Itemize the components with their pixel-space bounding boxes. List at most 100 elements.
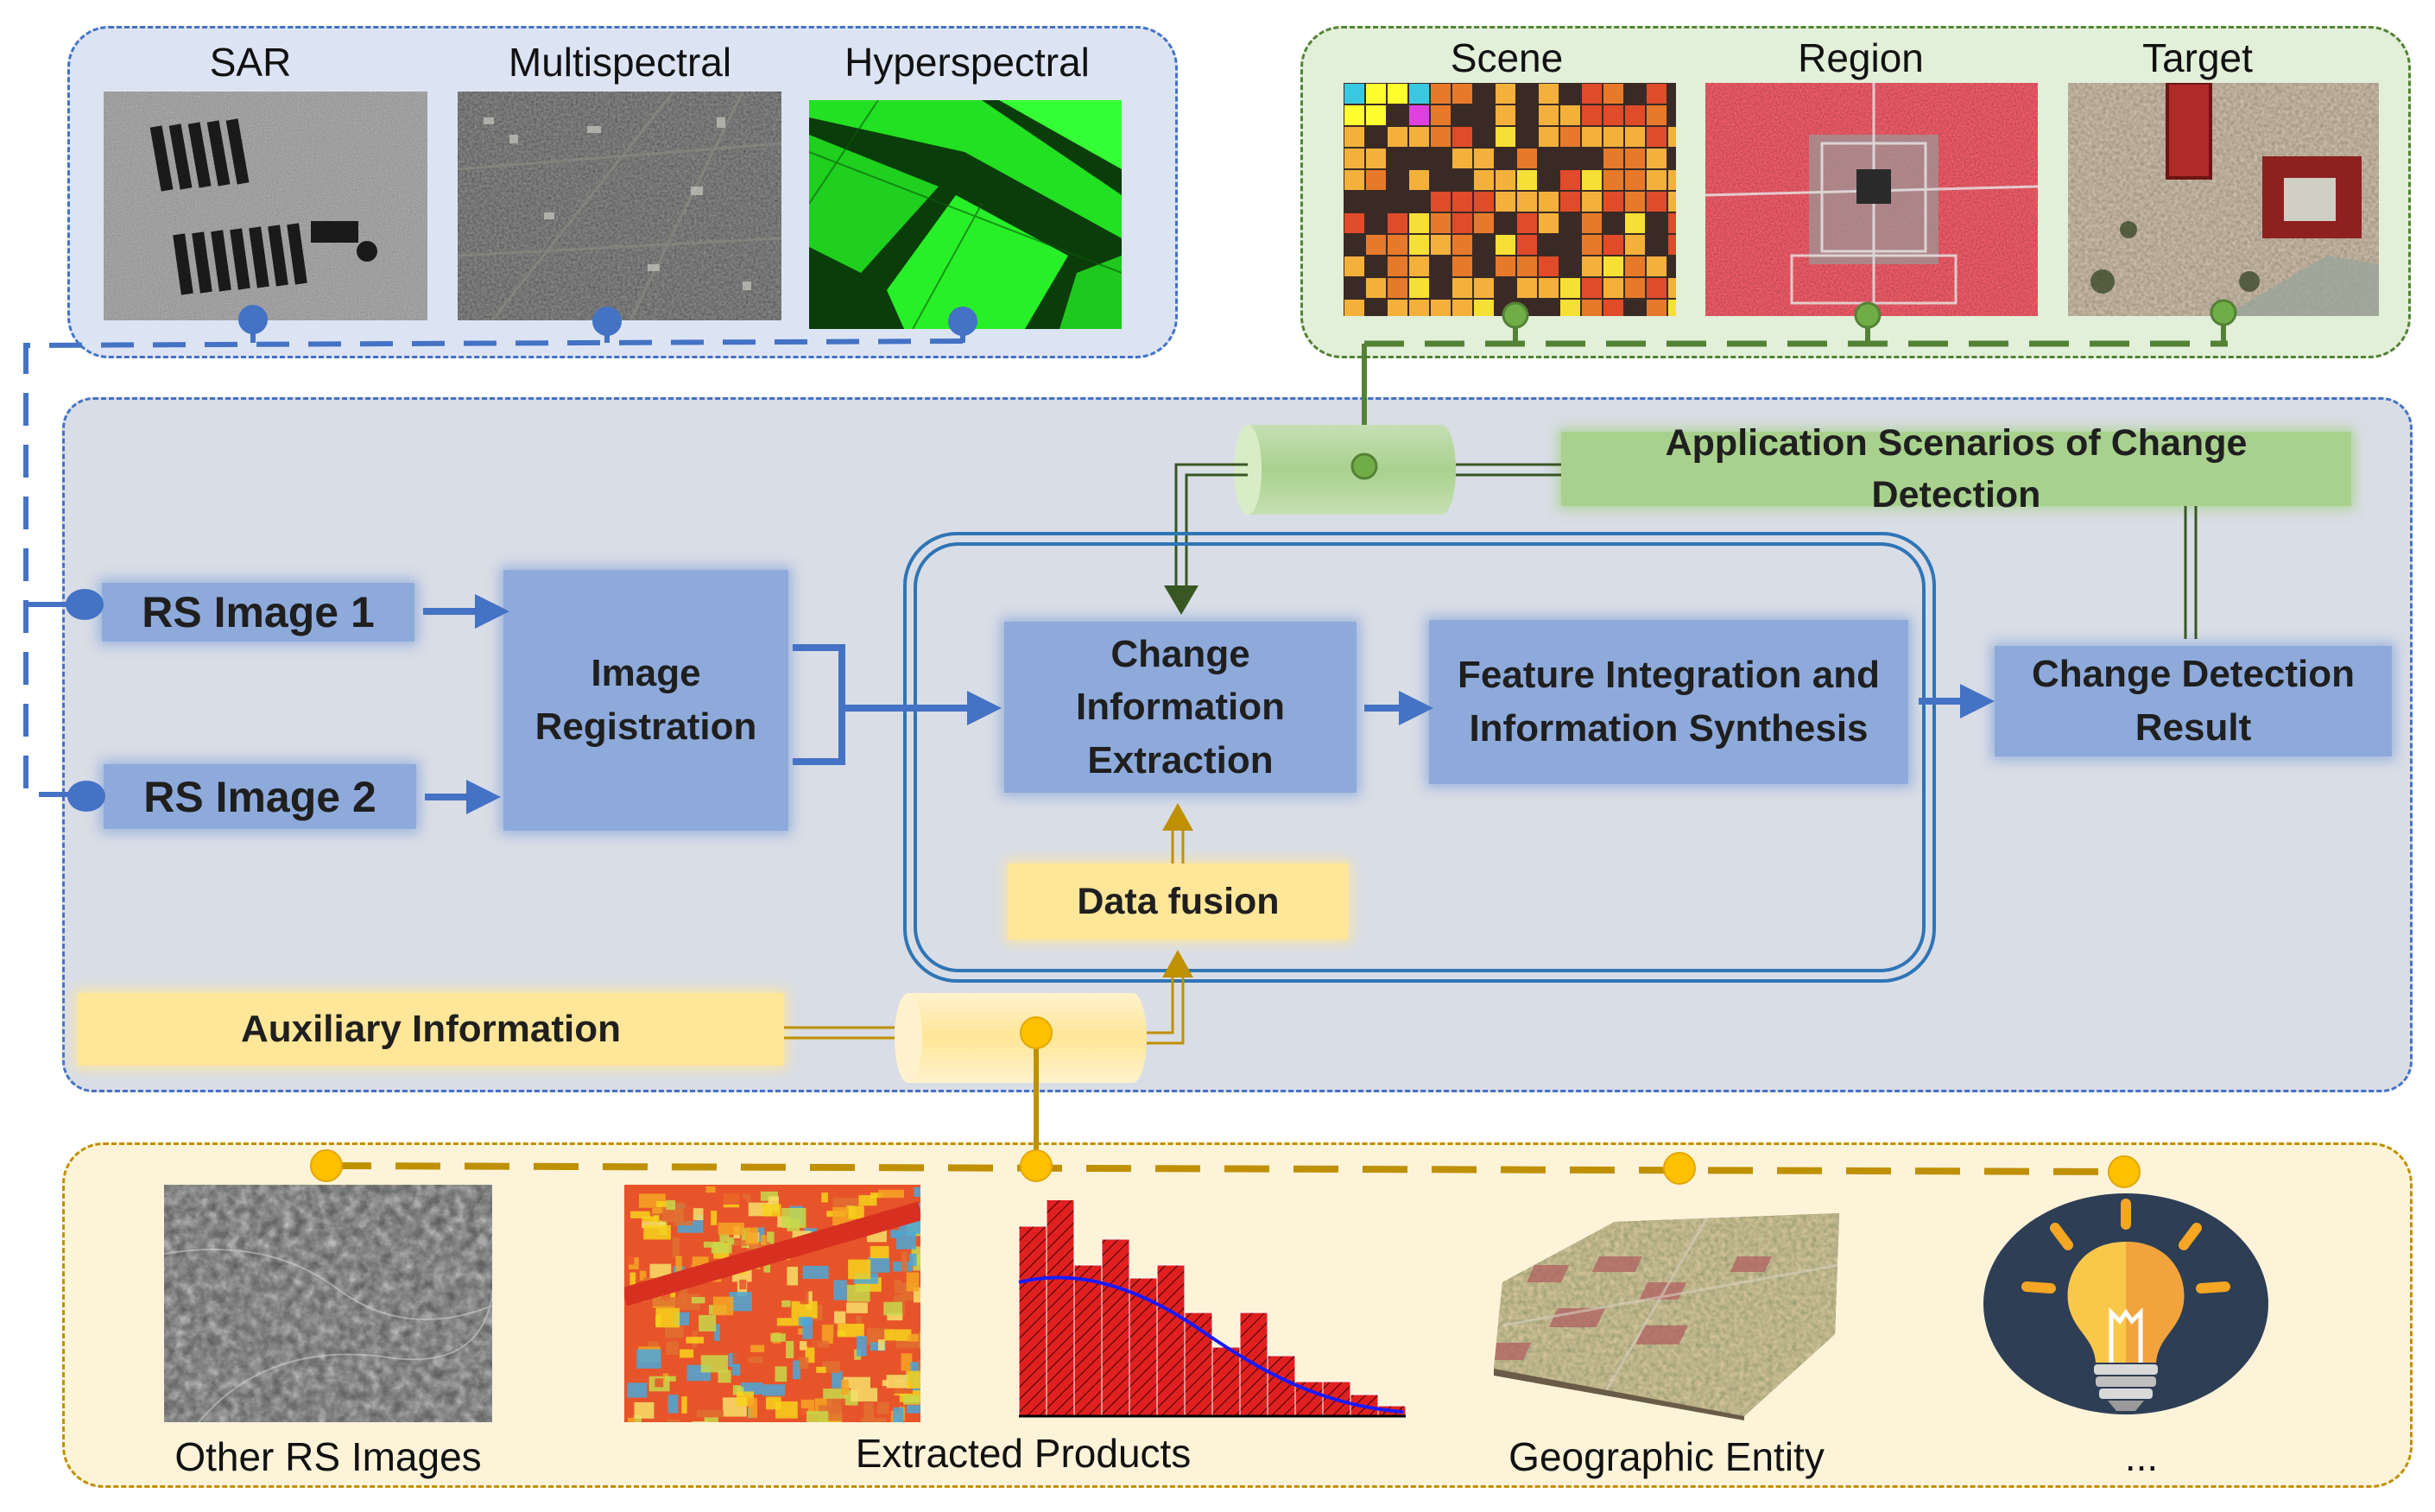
map-patch: [748, 1357, 763, 1363]
map-patch: [877, 1401, 889, 1415]
map-patch: [705, 1186, 716, 1193]
map-patch: [655, 1332, 661, 1342]
extracted-products-map-image: [624, 1185, 920, 1422]
scene-grid-cell: [1409, 278, 1429, 298]
map-patch: [857, 1336, 867, 1357]
scene-grid-cell: [1647, 256, 1667, 276]
scene-grid-cell: [1496, 192, 1515, 212]
scene-grid-cell: [1560, 300, 1580, 316]
scene-grid-cell: [1517, 192, 1537, 212]
scene-grid-cell: [1668, 127, 1676, 147]
scene-grid-cell: [1560, 127, 1580, 147]
scene-grid-cell: [1603, 192, 1623, 212]
map-patch: [667, 1395, 679, 1414]
scene-grid-cell: [1582, 235, 1602, 255]
map-patch: [906, 1272, 920, 1292]
scene-grid-cell: [1496, 256, 1515, 276]
map-patch: [821, 1325, 834, 1344]
map-patch: [895, 1231, 917, 1249]
scene-grid-cell: [1344, 84, 1364, 104]
scene-grid-cell: [1517, 256, 1537, 276]
map-patch: [907, 1405, 920, 1414]
map-patch: [770, 1333, 786, 1342]
map-patch: [627, 1382, 648, 1398]
target-label: Target: [2142, 35, 2253, 80]
map-patch: [893, 1407, 904, 1422]
map-patch: [887, 1313, 903, 1321]
scene-grid-cell: [1452, 235, 1472, 255]
map-patch: [654, 1215, 660, 1223]
map-patch: [802, 1319, 813, 1339]
map-patch: [745, 1227, 758, 1244]
map-patch: [743, 1194, 750, 1203]
map-patch: [826, 1394, 842, 1414]
map-patch: [833, 1280, 847, 1300]
scene-grid-cell: [1452, 300, 1472, 316]
map-patch: [837, 1330, 846, 1337]
map-patch: [750, 1344, 765, 1352]
map-patch: [906, 1370, 920, 1389]
map-patch: [627, 1417, 636, 1422]
map-patch: [680, 1287, 687, 1306]
sar-image: [104, 92, 427, 320]
map-patch: [787, 1266, 799, 1286]
scene-grid-cell: [1603, 170, 1623, 190]
scene-grid-cell: [1603, 127, 1623, 147]
scene-grid-cell: [1409, 213, 1429, 233]
scene-grid-cell: [1668, 170, 1676, 190]
scene-grid-cell: [1539, 213, 1559, 233]
map-patch: [877, 1339, 885, 1351]
map-patch: [821, 1193, 828, 1203]
scene-grid-cell: [1366, 235, 1386, 255]
map-patch: [633, 1415, 642, 1422]
feature-integration-box: Feature Integration and Information Synt…: [1429, 620, 1908, 784]
map-patch: [843, 1376, 870, 1389]
histogram-bar: [1156, 1264, 1186, 1417]
map-patch: [672, 1237, 680, 1258]
scene-grid-cell: [1539, 256, 1559, 276]
scene-grid-cell: [1582, 127, 1602, 147]
map-patch: [790, 1380, 801, 1386]
map-patch: [882, 1380, 889, 1387]
map-patch: [884, 1329, 912, 1341]
data-fusion-box: Data fusion: [1009, 864, 1348, 939]
map-patch: [913, 1254, 920, 1271]
scene-grid-cell: [1409, 127, 1429, 147]
scene-grid-cell: [1647, 149, 1667, 168]
map-patch: [799, 1357, 809, 1370]
scene-grid-cell: [1474, 278, 1494, 298]
map-patch: [863, 1402, 875, 1420]
application-scenarios-box: Application Scenarios of Change Detectio…: [1561, 422, 2351, 516]
scene-grid-cell: [1431, 105, 1451, 125]
map-patch: [732, 1345, 743, 1364]
map-patch: [761, 1235, 767, 1246]
scene-grid-cell: [1474, 170, 1494, 190]
scene-grid-cell: [1452, 256, 1472, 276]
scene-grid-cell: [1582, 84, 1602, 104]
scene-grid-cell: [1344, 300, 1364, 316]
region-label: Region: [1798, 35, 1924, 80]
map-patch: [776, 1318, 805, 1326]
scene-grid-cell: [1582, 300, 1602, 316]
hyperspectral-label: Hyperspectral: [844, 40, 1090, 85]
map-patch: [894, 1279, 901, 1294]
map-patch: [634, 1401, 655, 1419]
scene-grid-cell: [1431, 235, 1451, 255]
scene-grid-cell: [1474, 192, 1494, 212]
map-patch: [886, 1375, 909, 1389]
map-patch: [798, 1316, 813, 1326]
scene-grid-cell: [1647, 105, 1667, 125]
map-patch: [848, 1205, 864, 1219]
map-patch: [664, 1325, 684, 1338]
scene-grid-cell: [1668, 300, 1676, 316]
scene-grid-cell: [1496, 127, 1515, 147]
scene-grid-cell: [1625, 105, 1645, 125]
scene-grid-cell: [1344, 170, 1364, 190]
scene-grid-cell: [1517, 235, 1537, 255]
map-patch: [666, 1341, 679, 1356]
map-patch: [642, 1216, 658, 1222]
map-patch: [739, 1279, 747, 1290]
other-rs-images-label: Other RS Images: [174, 1434, 482, 1479]
scene-grid-cell: [1603, 235, 1623, 255]
map-patch: [624, 1256, 635, 1265]
